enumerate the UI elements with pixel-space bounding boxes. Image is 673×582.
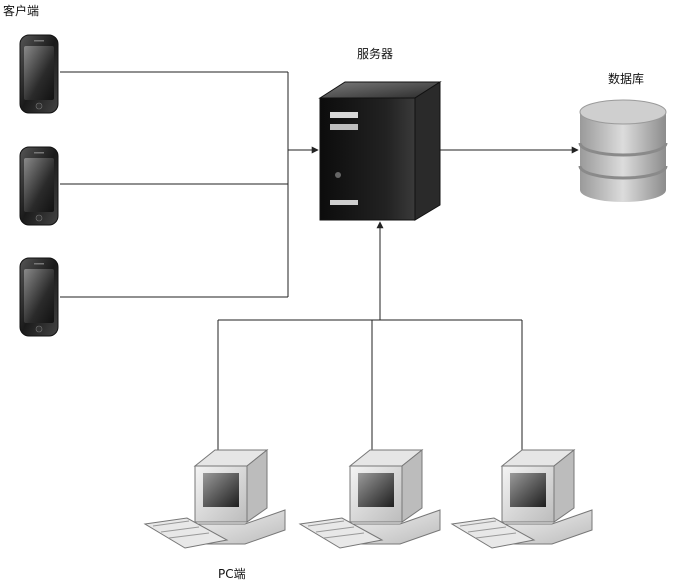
- phone-connectors: [60, 71, 319, 298]
- phone-icon: [19, 34, 59, 114]
- computer-icon: [450, 448, 593, 549]
- phone-icon: [19, 257, 59, 337]
- pc-connectors: [217, 221, 523, 455]
- database-icon: [578, 99, 668, 202]
- database-label: 数据库: [608, 72, 645, 86]
- server-label: 服务器: [357, 47, 394, 61]
- computer-icon: [298, 448, 441, 549]
- client-label: 客户端: [3, 4, 40, 18]
- phone-icon: [19, 146, 59, 226]
- server-icon: [318, 81, 442, 221]
- computer-icon: [143, 448, 286, 549]
- pc-label: PC端: [218, 567, 246, 581]
